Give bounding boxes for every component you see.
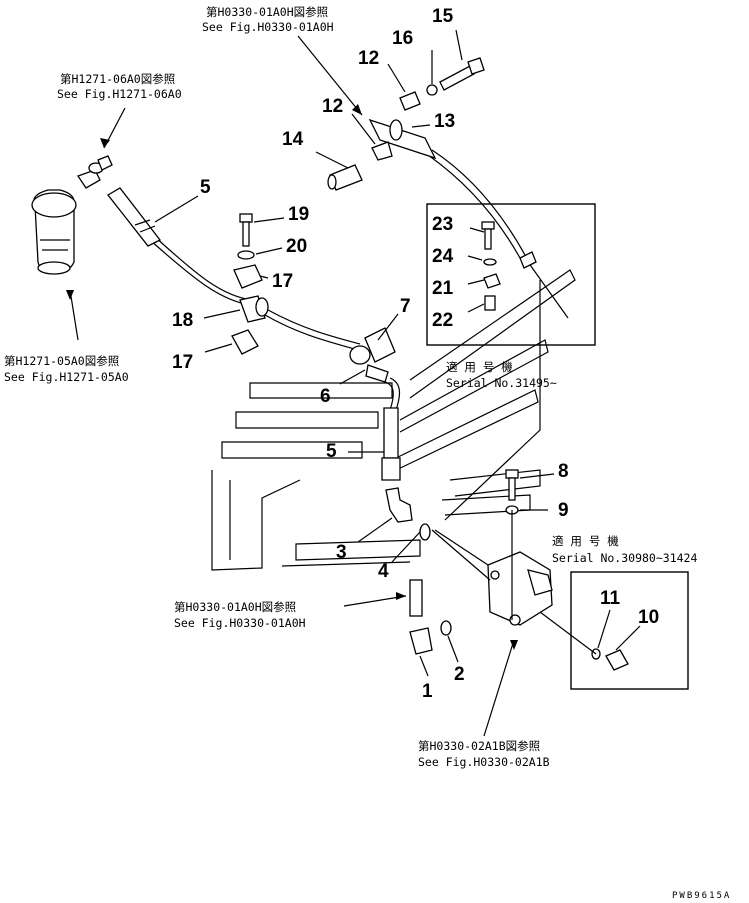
- elbow-3: [385, 487, 413, 523]
- bolt-19: [239, 213, 253, 247]
- bolt-8: [505, 469, 519, 501]
- part-number-18: 18: [172, 310, 193, 331]
- ref-en-filter: See Fig.H1271-05A0: [4, 370, 129, 384]
- fitting-1: [409, 579, 433, 655]
- serial-jp-lower: 適 用 号 機: [552, 534, 619, 548]
- hose-lines: [149, 149, 569, 411]
- washer-24: [483, 258, 497, 266]
- clamp-17-upper: [233, 264, 263, 289]
- part-number-15: 15: [432, 6, 454, 27]
- part-number-9: 9: [558, 500, 569, 521]
- elbow-fitting-top-left: [76, 155, 113, 189]
- serial-en-upper: Serial No.31495~: [446, 376, 557, 390]
- ref-en-filter-fitting: See Fig.H1271-06A0: [57, 87, 182, 101]
- valve-block: [487, 551, 553, 626]
- ref-jp-filter: 第H1271-05A0図参照: [4, 354, 119, 368]
- part-number-12-upper: 12: [358, 48, 379, 69]
- ref-jp-middle: 第H0330-01A0H図参照: [174, 600, 296, 614]
- inset-box-upper: [426, 203, 596, 346]
- clamp-17-lower: [231, 329, 259, 355]
- clip-on-hose: [519, 251, 537, 269]
- part-number-6: 6: [320, 386, 331, 407]
- o-ring-4: [419, 523, 431, 541]
- ref-jp-top: 第H0330-01A0H図参照: [206, 5, 328, 19]
- part-number-12-lower: 12: [322, 96, 343, 117]
- sleeve-13: [368, 118, 437, 160]
- part-number-20: 20: [286, 236, 307, 257]
- serial-en-lower: Serial No.30980~31424: [552, 551, 697, 565]
- serial-jp-upper: 適 用 号 機: [446, 360, 513, 374]
- ref-jp-filter-fitting: 第H1271-06A0図参照: [60, 72, 175, 86]
- clip-21: [483, 273, 501, 289]
- clamp-12-upper: [399, 91, 421, 111]
- part-number-2: 2: [454, 664, 465, 685]
- part-number-1: 1: [422, 681, 433, 702]
- filter-assembly: [31, 189, 77, 275]
- ref-en-bottom: See Fig.H0330-02A1B: [418, 755, 550, 769]
- plug-10: [605, 649, 629, 671]
- ref-en-top: See Fig.H0330-01A0H: [202, 20, 334, 34]
- part-number-5-upper: 5: [200, 177, 211, 198]
- ref-en-middle: See Fig.H0330-01A0H: [174, 616, 306, 630]
- part-number-17-lower: 17: [172, 352, 193, 373]
- leader-lines: [69, 29, 641, 737]
- part-number-5-lower: 5: [326, 441, 337, 462]
- part-number-16: 16: [392, 28, 413, 49]
- spacer-22: [484, 295, 496, 311]
- clamp-12-lower: [371, 141, 393, 161]
- clip-18: [239, 295, 269, 323]
- washer-16: [426, 84, 438, 96]
- washer-20: [237, 250, 255, 260]
- drawing-code: PWB9615A: [672, 891, 731, 901]
- part-number-13: 13: [434, 111, 455, 132]
- part-number-4: 4: [378, 561, 389, 582]
- part-number-10: 10: [638, 607, 659, 628]
- hose-end-upper: [107, 187, 161, 247]
- bolt-15: [439, 57, 485, 91]
- part-number-7: 7: [400, 296, 411, 317]
- part-number-22: 22: [432, 310, 453, 331]
- bolt-23: [481, 221, 495, 250]
- part-number-11: 11: [600, 588, 621, 609]
- spacer-14: [327, 164, 363, 191]
- tank-outline: [211, 269, 576, 571]
- inset-box-lower: [570, 571, 689, 690]
- part-number-17-upper: 17: [272, 271, 293, 292]
- o-ring-2: [440, 620, 452, 636]
- arrowheads: [66, 104, 518, 650]
- part-number-24: 24: [432, 246, 454, 267]
- part-number-21: 21: [432, 278, 454, 299]
- hose-end-lower: [381, 407, 401, 481]
- part-number-8: 8: [558, 461, 569, 482]
- tee-fitting-7: [349, 327, 396, 383]
- part-number-14: 14: [282, 129, 304, 150]
- ref-jp-bottom: 第H0330-02A1B図参照: [418, 739, 540, 753]
- part-number-19: 19: [288, 204, 309, 225]
- part-number-23: 23: [432, 214, 453, 235]
- part-number-3: 3: [336, 542, 347, 563]
